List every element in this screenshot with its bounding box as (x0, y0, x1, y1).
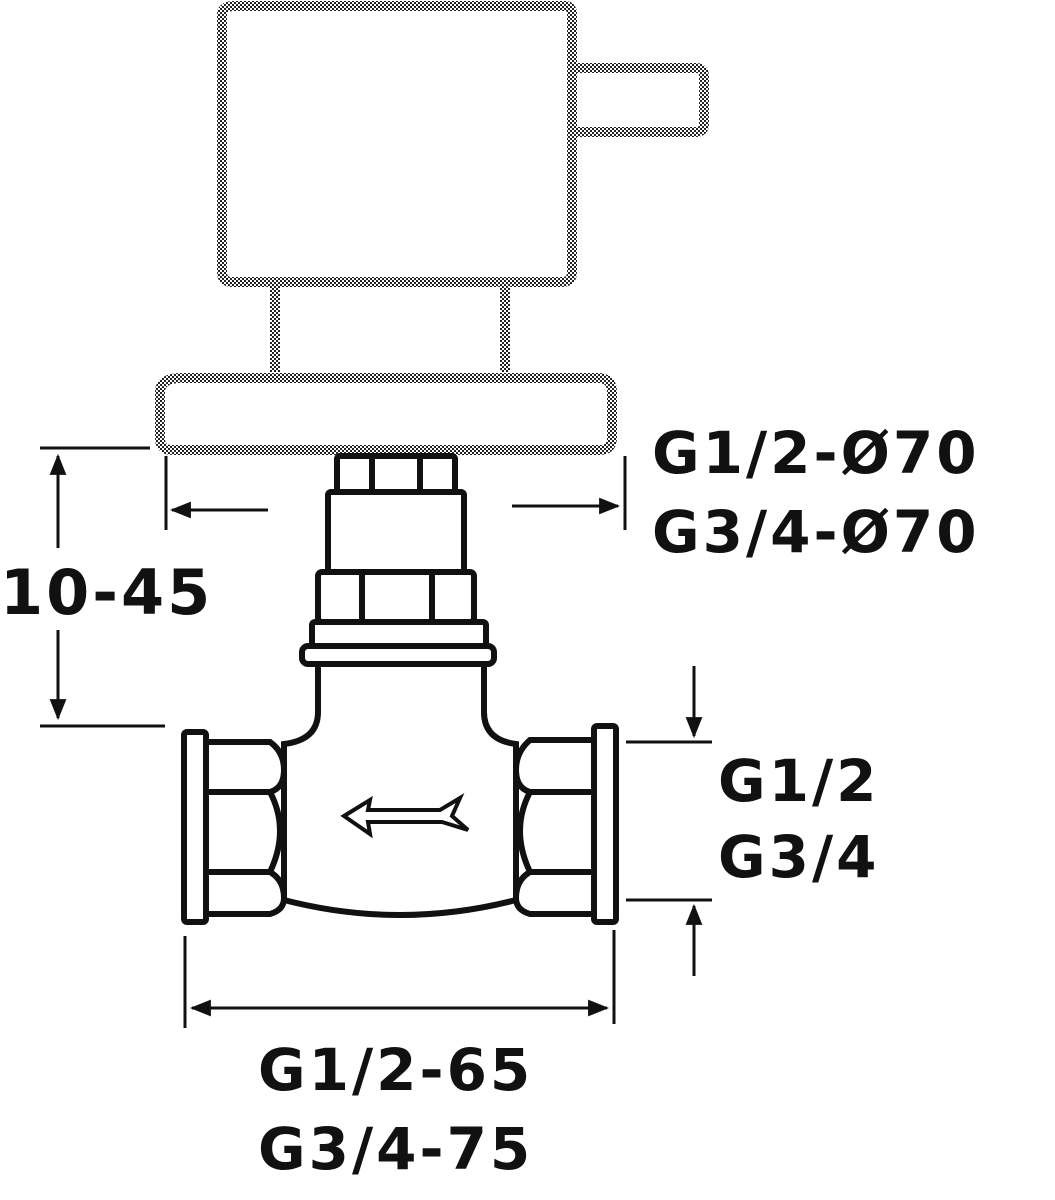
rosette-dimension-label-g12: G1/2-Ø70 (652, 419, 980, 487)
rosette-diameter-dimension (164, 456, 627, 530)
collar (309, 619, 489, 649)
body-length-dimension (183, 930, 616, 1028)
bonnet-shaft (325, 489, 467, 575)
body-length-label-g34: G3/4-75 (258, 1115, 534, 1183)
top-nut (334, 453, 458, 495)
valve-stem (270, 282, 510, 372)
flange-ring (299, 643, 497, 667)
knob-lever (572, 63, 709, 137)
left-end-cap (181, 729, 209, 925)
right-end-cap (591, 723, 619, 925)
thread-size-label-g12: G1/2 (718, 747, 880, 815)
spindle-assembly (299, 453, 497, 667)
knob-body (217, 1, 577, 287)
flow-direction-icon (340, 793, 470, 839)
body-length-label-g12: G1/2-65 (258, 1036, 534, 1104)
rosette-plate (155, 373, 617, 455)
thread-size-label-g34: G3/4 (718, 823, 880, 891)
height-range-label: 10-45 (0, 556, 214, 629)
height-dimension (40, 446, 165, 728)
hex-nut (315, 569, 477, 625)
body-outline (281, 664, 519, 918)
valve-body (181, 664, 619, 925)
thread-size-dimension (626, 666, 712, 976)
rosette-dimension-label-g34: G3/4-Ø70 (652, 498, 980, 566)
control-knob (217, 1, 709, 287)
